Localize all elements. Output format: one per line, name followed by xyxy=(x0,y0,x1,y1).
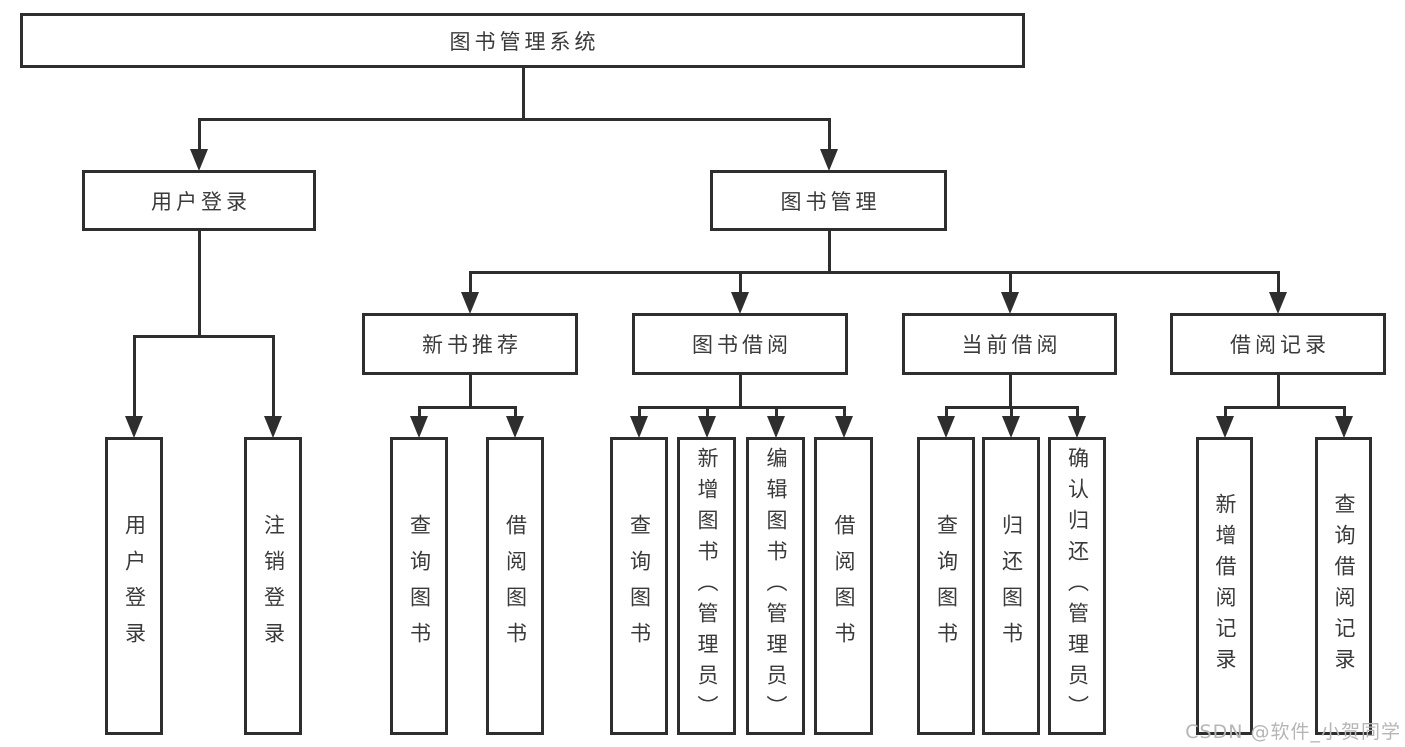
connector-stem xyxy=(739,375,742,409)
connector-drop xyxy=(775,406,778,419)
node-leaf-query-book-2: 查询图书 xyxy=(610,437,668,735)
connector-bus xyxy=(469,271,1280,274)
connector-drop xyxy=(1224,406,1227,419)
arrowhead-down-icon xyxy=(820,149,838,171)
node-user-login: 用户登录 xyxy=(82,170,316,231)
node-label: 新增图书（管理员） xyxy=(695,446,719,726)
node-leaf-query-book-1: 查询图书 xyxy=(390,437,448,735)
arrowhead-down-icon xyxy=(410,416,428,438)
arrowhead-down-icon xyxy=(125,416,143,438)
connector-stem xyxy=(198,231,201,338)
connector-stem xyxy=(469,375,472,409)
connector-stem xyxy=(522,68,525,121)
connector-bus xyxy=(638,406,846,409)
node-label: 注销登录 xyxy=(261,514,286,658)
connector-drop xyxy=(514,406,517,419)
connector-stem xyxy=(828,231,831,274)
node-label: 图书借阅 xyxy=(692,333,792,357)
arrowhead-down-icon xyxy=(630,416,648,438)
connector-drop xyxy=(1277,271,1280,295)
arrowhead-down-icon xyxy=(937,416,955,438)
watermark: CSDN @软件_小贺同学 xyxy=(1185,721,1401,743)
connector-drop xyxy=(706,406,709,419)
connector-drop xyxy=(1076,406,1079,419)
connector-drop xyxy=(843,406,846,419)
node-book-mgmt: 图书管理 xyxy=(710,170,947,231)
node-leaf-borrow-book-2: 借阅图书 xyxy=(814,437,873,735)
node-label: 图书管理 xyxy=(780,189,881,214)
node-new-book-rec: 新书推荐 xyxy=(362,313,578,375)
connector-drop xyxy=(1343,406,1346,419)
node-borrow-records: 借阅记录 xyxy=(1170,313,1386,375)
node-label: 当前借阅 xyxy=(961,333,1062,357)
node-leaf-edit-book: 编辑图书（管理员） xyxy=(746,437,805,735)
connector-drop xyxy=(638,406,641,419)
node-label: 新书推荐 xyxy=(422,333,522,357)
node-label: 归还图书 xyxy=(999,514,1024,658)
connector-drop xyxy=(945,406,948,419)
connector-stem xyxy=(1009,375,1012,409)
node-root: 图书管理系统 xyxy=(20,13,1025,68)
node-leaf-logout: 注销登录 xyxy=(244,437,302,735)
connector-drop xyxy=(828,118,831,152)
connector-drop xyxy=(133,335,136,419)
node-label: 借阅图书 xyxy=(503,514,528,658)
connector-stem xyxy=(1277,375,1280,409)
connector-drop xyxy=(1010,406,1013,419)
node-book-borrow: 图书借阅 xyxy=(632,313,848,375)
node-leaf-return-book: 归还图书 xyxy=(982,437,1040,735)
node-label: 查询图书 xyxy=(934,514,959,658)
connector-bus xyxy=(133,335,275,338)
arrowhead-down-icon xyxy=(1269,292,1287,314)
node-current-borrow: 当前借阅 xyxy=(902,313,1117,375)
connector-bus xyxy=(418,406,517,409)
arrowhead-down-icon xyxy=(506,416,524,438)
node-leaf-user-login: 用户登录 xyxy=(105,437,163,735)
arrowhead-down-icon xyxy=(698,416,716,438)
node-leaf-query-book-3: 查询图书 xyxy=(917,437,975,735)
node-leaf-borrow-book-1: 借阅图书 xyxy=(486,437,544,735)
node-label: 查询图书 xyxy=(407,514,432,658)
connector-drop xyxy=(198,118,201,152)
node-label: 编辑图书（管理员） xyxy=(764,446,788,726)
arrowhead-down-icon xyxy=(1216,416,1234,438)
node-label: 借阅记录 xyxy=(1230,333,1330,357)
arrowhead-down-icon xyxy=(1001,292,1019,314)
node-label: 用户登录 xyxy=(151,189,251,214)
connector-drop xyxy=(469,271,472,295)
connector-drop xyxy=(739,271,742,295)
connector-bus xyxy=(198,118,831,121)
node-label: 图书管理系统 xyxy=(449,29,600,54)
node-leaf-confirm-return: 确认归还（管理员） xyxy=(1048,437,1106,735)
arrowhead-down-icon xyxy=(835,416,853,438)
node-leaf-query-record: 查询借阅记录 xyxy=(1315,437,1372,735)
node-leaf-add-book: 新增图书（管理员） xyxy=(677,437,736,735)
arrowhead-down-icon xyxy=(1335,416,1353,438)
arrowhead-down-icon xyxy=(1002,416,1020,438)
node-label: 查询借阅记录 xyxy=(1332,493,1356,679)
node-label: 借阅图书 xyxy=(832,514,856,658)
arrowhead-down-icon xyxy=(264,416,282,438)
node-label: 查询图书 xyxy=(627,514,652,658)
connector-drop xyxy=(1009,271,1012,295)
connector-drop xyxy=(418,406,421,419)
connector-bus xyxy=(1224,406,1346,409)
arrowhead-down-icon xyxy=(1068,416,1086,438)
node-leaf-add-record: 新增借阅记录 xyxy=(1196,437,1253,735)
node-label: 确认归还（管理员） xyxy=(1065,446,1090,726)
node-label: 用户登录 xyxy=(122,514,147,658)
connector-drop xyxy=(272,335,275,419)
arrowhead-down-icon xyxy=(190,149,208,171)
arrowhead-down-icon xyxy=(461,292,479,314)
arrowhead-down-icon xyxy=(767,416,785,438)
arrowhead-down-icon xyxy=(731,292,749,314)
node-label: 新增借阅记录 xyxy=(1213,493,1237,679)
